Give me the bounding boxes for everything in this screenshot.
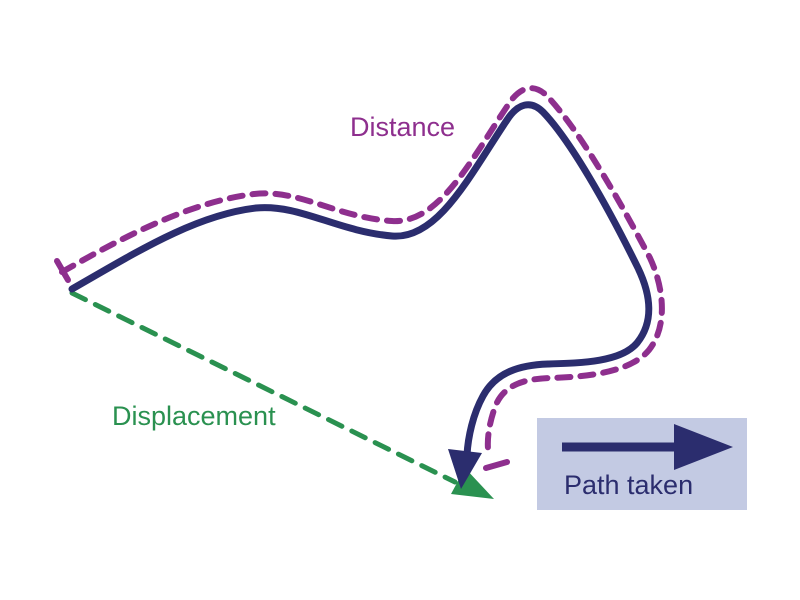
path-taken-curve	[68, 101, 653, 459]
legend-label: Path taken	[564, 470, 693, 500]
distance-end-tick	[483, 459, 510, 471]
legend-box	[537, 418, 747, 510]
distance-dashed-curve	[59, 85, 665, 459]
displacement-dashed-line	[69, 290, 458, 485]
legend-arrow-icon	[674, 424, 733, 470]
distance-label: Distance	[350, 112, 455, 142]
displacement-label: Displacement	[112, 401, 276, 431]
path-taken-arrowhead-icon	[448, 449, 482, 489]
distance-start-tick	[54, 258, 71, 283]
